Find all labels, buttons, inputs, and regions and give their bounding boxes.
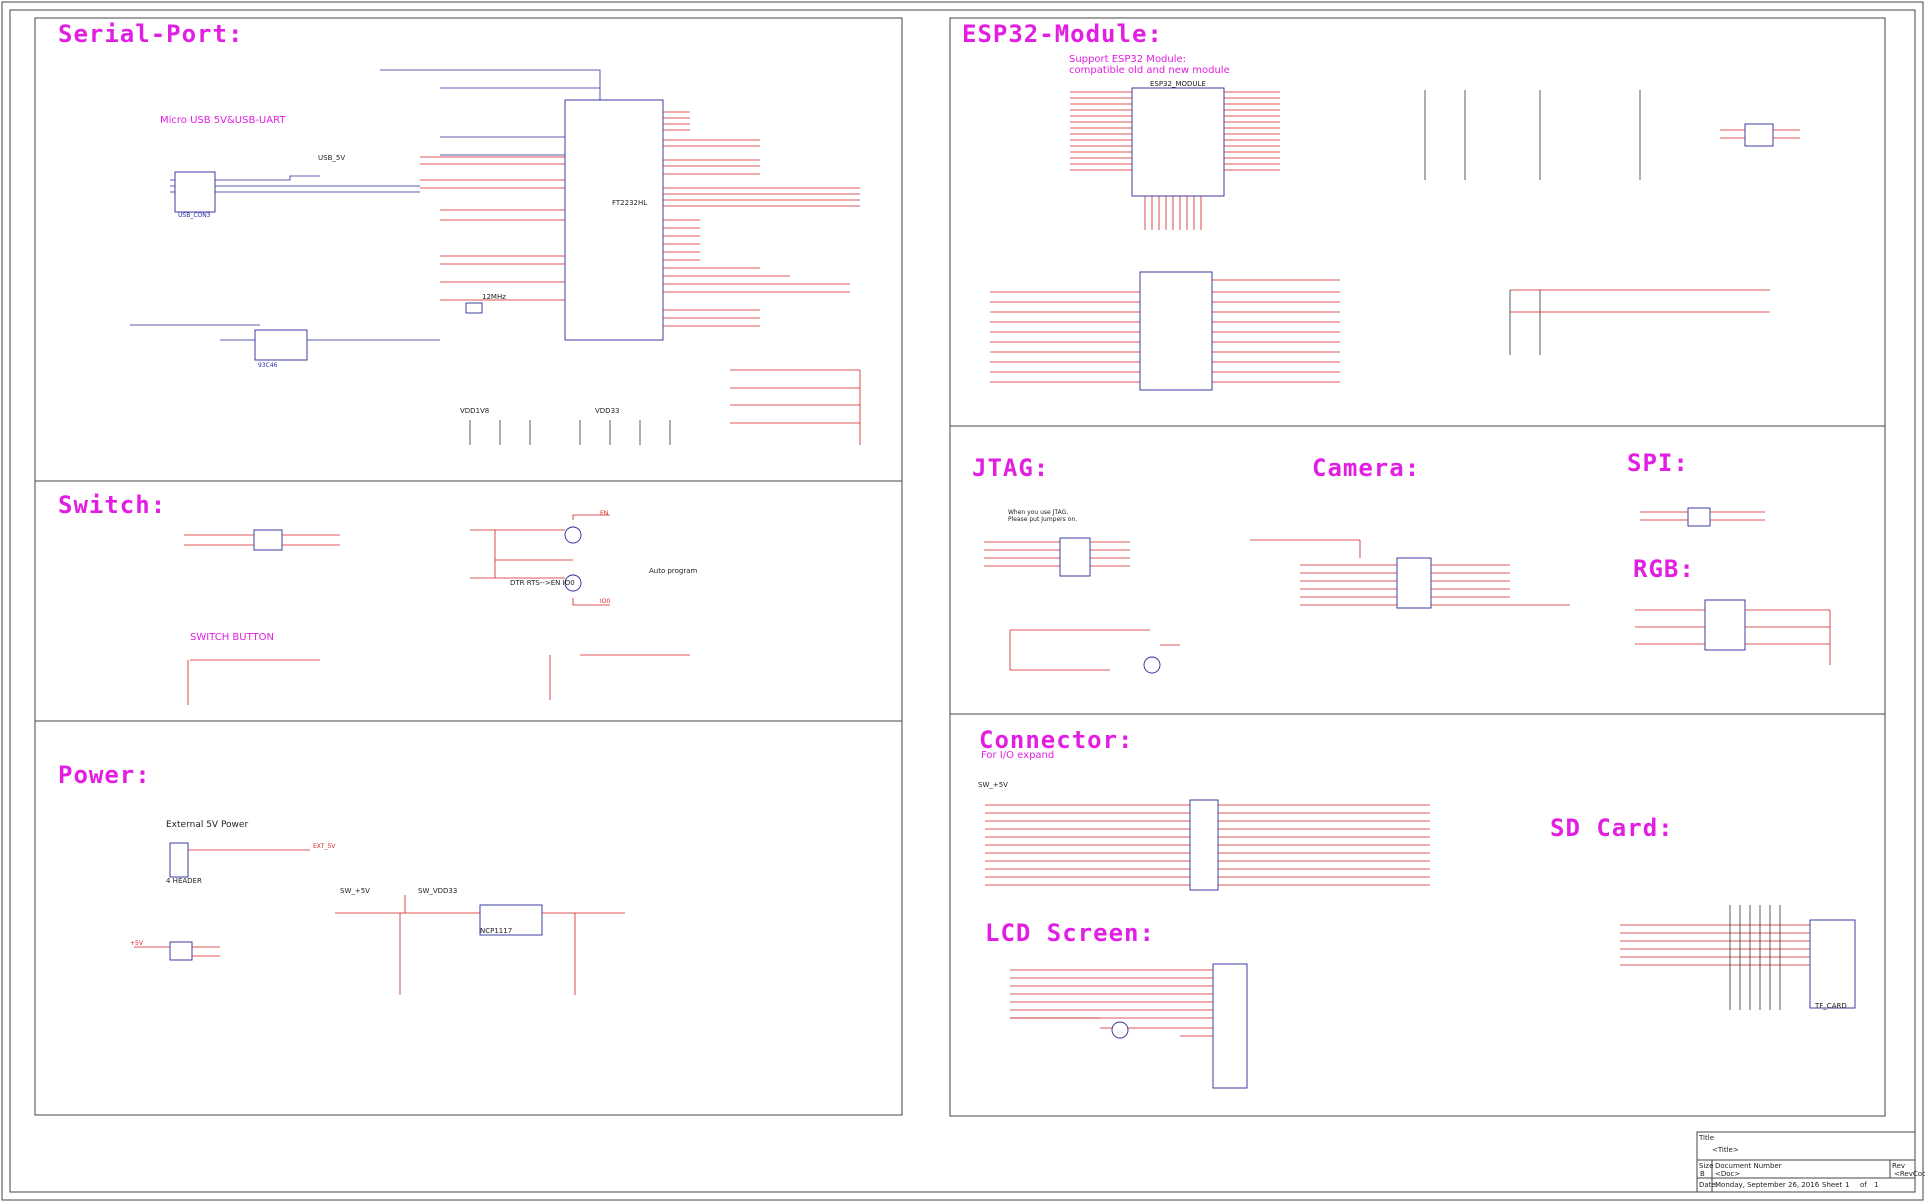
svg-text:TF_CARD: TF_CARD [1814,1002,1847,1010]
ft2232hl-label: FT2232HL [612,199,647,207]
switch-en-net: EN [600,510,608,517]
tf-card-socket: TF_CARD [1620,905,1856,1010]
rgb-title: RGB: [1633,555,1695,583]
doc-value: <Doc> [1715,1170,1740,1178]
vdd1v8-label: VDD1V8 [460,407,489,415]
sdcard-title: SD Card: [1550,814,1674,842]
connector-sw5v-net: SW_+5V [978,781,1008,789]
sw-vdd33-net: SW_VDD33 [418,887,457,895]
esp32-module-bottom [990,271,1340,391]
crystal-12mhz: 12MHz [465,293,506,314]
ft2232-pin-wires [420,111,860,327]
esp32-module-top: ESP32_MODULE [1070,80,1280,230]
plus5v-net: +5V [130,940,144,947]
switch-title: Switch: [58,491,166,519]
usb-5v-net: USB_5V [318,154,345,162]
serial-port-subtitle: Micro USB 5V&USB-UART [160,115,286,126]
auto-program-label: Auto program [649,567,698,575]
title-block: Title <Title> Size B Document Number <Do… [1696,1131,1925,1193]
lcd-title: LCD Screen: [985,919,1155,947]
connector-title: Connector: [979,726,1134,754]
spi-header [1640,507,1765,527]
serial-port-title: Serial-Port: [58,20,243,48]
power-title: Power: [58,761,151,789]
ft2232hl-chip: FT2232HL [564,99,664,341]
svg-text:DTR RTS-->EN IO0: DTR RTS-->EN IO0 [510,579,575,587]
date-value: Monday, September 26, 2016 [1715,1181,1820,1189]
power-frame [34,720,903,1116]
sw-button-circuit [187,654,690,705]
rgb-led [1635,599,1831,665]
camera-title: Camera: [1312,454,1420,482]
svg-text:12MHz: 12MHz [482,293,506,301]
esp32-decoupling [1424,90,1641,355]
switch-io0-net: IO0 [600,598,610,605]
esp32-crystal-wires [1510,289,1770,313]
esp32-title: ESP32-Module: [962,20,1163,48]
size-label: Size [1699,1162,1713,1170]
switch-transistors: EN IO0 [470,510,610,606]
sheet-border [9,9,1916,1193]
svg-text:93C46: 93C46 [258,362,278,369]
esp32-note-2: compatible old and new module [1069,65,1230,76]
svg-text:NCP1117: NCP1117 [480,927,512,935]
esp32-note-1: Support ESP32 Module: [1069,54,1186,65]
jtag-transistor-circuit [1009,629,1180,674]
title-value: <Title> [1712,1146,1739,1154]
bottom-right-frame [949,713,1886,1117]
ext-5v-net: EXT_5V [313,843,336,850]
power-sw5v-net: SW_+5V [340,887,370,895]
external-power-label: External 5V Power [166,820,248,830]
camera-header [1250,539,1570,609]
sheet-value: 1 [1845,1181,1849,1189]
eeprom-93c46: 93C46 [254,329,308,369]
size-value: B [1700,1170,1705,1178]
of-label: of [1860,1181,1867,1189]
ldo-ncp1117: NCP1117 [335,895,625,995]
ext-power-header: 4 HEADER EXT_5V [166,842,336,885]
decoupling-caps-row [469,420,671,445]
rev-value: <RevCode> [1894,1170,1925,1178]
power-jumper: +5V [130,940,220,961]
usb-connector: USB_CON3 [174,171,216,219]
sheet-label: Sheet [1822,1181,1842,1189]
rev-label: Rev [1892,1162,1905,1170]
svg-text:4 HEADER: 4 HEADER [166,877,202,885]
connector-subtitle: For I/O expand [981,750,1054,761]
svg-text:When you use JTAG,: When you use JTAG, [1008,509,1068,516]
title-label: Title [1698,1134,1714,1142]
svg-text:Please put Jumpers on.: Please put Jumpers on. [1008,516,1077,523]
svg-text:USB_CON3: USB_CON3 [178,212,211,219]
switch-button-label: SWITCH BUTTON [190,632,274,643]
cn2-switch-header [184,529,340,551]
svg-text:ESP32_MODULE: ESP32_MODULE [1150,80,1206,88]
lcd-header [1010,963,1248,1089]
vdd33-label-serial: VDD33 [595,407,619,415]
jtag-header: When you use JTAG, Please put Jumpers on… [984,509,1130,577]
doc-label: Document Number [1715,1162,1782,1170]
io-expand-header: SW_+5V [978,781,1430,891]
jtag-title: JTAG: [972,454,1049,482]
date-label: Date: [1699,1181,1718,1189]
status-led-wires [730,369,861,445]
spi-title: SPI: [1627,449,1689,477]
of-value: 1 [1874,1181,1878,1189]
esp32-frame [949,17,1886,427]
esp32-uart-header [1720,123,1800,147]
